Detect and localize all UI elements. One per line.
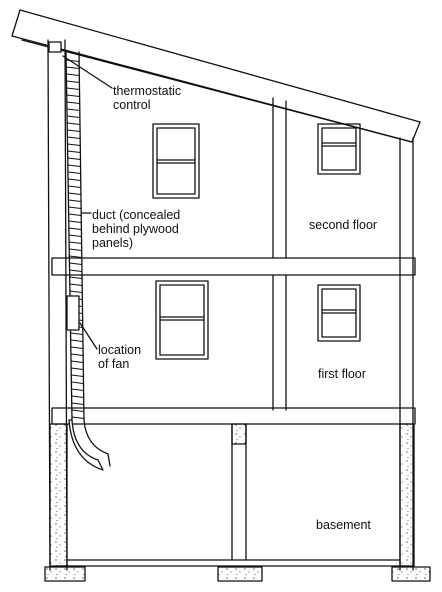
duct-rib — [68, 220, 82, 223]
duct-rib — [67, 178, 82, 181]
duct-rib — [67, 192, 82, 195]
duct-rib — [65, 66, 80, 69]
duct-rib — [66, 108, 81, 111]
duct-rib — [67, 143, 81, 146]
duct-rib — [65, 80, 80, 83]
fan-location-label-line-2: of fan — [98, 357, 130, 371]
duct-rib — [70, 367, 84, 370]
window-first-floor-right — [317, 284, 361, 342]
thermostatic-control-label-line-2: control — [113, 98, 151, 112]
duct-rib — [66, 87, 80, 90]
duct-rib — [70, 332, 84, 335]
partition-walls — [231, 97, 287, 561]
window-first-floor-left — [155, 280, 209, 360]
duct-rib — [67, 157, 81, 160]
duct-rib — [70, 353, 84, 356]
duct-rib — [70, 374, 84, 377]
duct-rib — [67, 199, 82, 202]
duct-rib — [69, 283, 83, 286]
thermostatic-control-label-line-1: thermostatic — [113, 84, 182, 98]
duct-rib — [70, 339, 84, 342]
fan-leader — [79, 322, 98, 350]
duct-rib — [68, 234, 82, 237]
duct-rib — [68, 255, 83, 258]
duct-rib — [67, 185, 82, 188]
duct-rib — [69, 290, 83, 293]
duct-rib — [70, 346, 84, 349]
window-second-floor-right — [317, 123, 361, 175]
duct-rib — [70, 381, 84, 384]
duct-rib — [66, 101, 81, 104]
thermostatic-control-label: thermostatic control — [113, 84, 181, 112]
duct-rib — [68, 262, 83, 265]
thermostat-leader — [62, 55, 113, 89]
duct-rib — [68, 227, 82, 230]
duct-rib — [67, 150, 81, 153]
duct-rib — [68, 248, 83, 251]
duct-rib — [68, 241, 83, 244]
duct-rib — [66, 94, 81, 97]
duct-label-line-3: panels) — [92, 236, 133, 250]
duct-rib — [70, 360, 84, 363]
fan-housing — [66, 295, 80, 331]
duct-rib — [65, 59, 80, 62]
duct-rib — [71, 416, 85, 419]
duct-label-line-1: duct (concealed — [92, 208, 181, 222]
duct-rib — [68, 213, 82, 216]
first-floor-label: first floor — [318, 367, 366, 381]
duct-rib — [68, 206, 82, 209]
duct-rib — [69, 269, 83, 272]
foundation-walls — [49, 423, 415, 567]
duct-rib — [67, 164, 82, 167]
fan-location-label-line-1: location — [98, 343, 142, 357]
roof-overhang — [21, 39, 413, 143]
duct-label-line-2: behind plywood — [92, 222, 179, 236]
duct-rib — [66, 122, 81, 125]
roof — [11, 9, 421, 143]
duct-rib — [66, 136, 81, 139]
duct-rib — [65, 73, 80, 76]
second-floor-label: second floor — [309, 218, 378, 232]
duct-label: duct (concealed behind plywood panels) — [92, 208, 180, 250]
duct-rib — [66, 115, 81, 118]
footings — [44, 566, 431, 582]
duct-rib — [67, 171, 82, 174]
basement-label: basement — [316, 518, 371, 532]
duct-rib — [66, 129, 81, 132]
duct — [65, 51, 111, 471]
thermostat-box — [48, 41, 62, 53]
window-second-floor-left — [152, 123, 200, 199]
duct-rib — [71, 409, 85, 412]
duct-rib — [70, 388, 85, 391]
duct-rib — [69, 276, 83, 279]
duct-rib — [71, 395, 85, 398]
fan-location-label: location of fan — [98, 343, 141, 371]
duct-rib — [71, 402, 85, 405]
